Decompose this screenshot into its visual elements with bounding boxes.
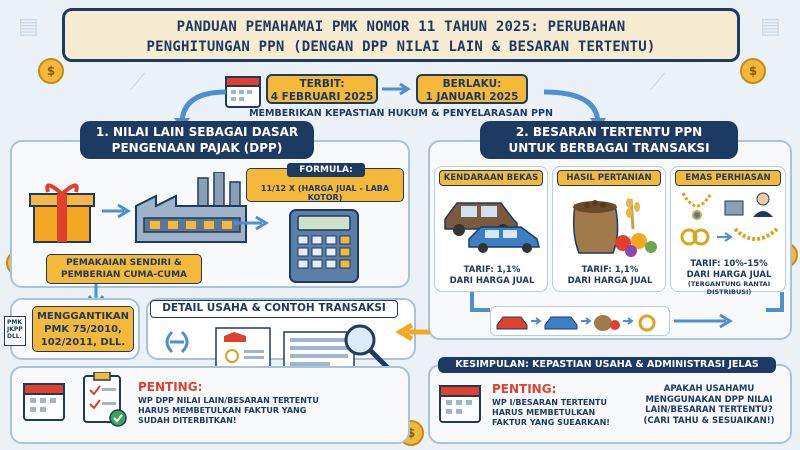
- checklist-icon: [83, 372, 127, 427]
- berlaku-date: 1 JANUARI 2025: [425, 91, 519, 103]
- card-kendaraan: KENDARAAN BEKAS TARIF: 1,1% DARI HARGA J…: [434, 166, 548, 292]
- replace-line1: MENGGANTIKAN: [36, 311, 130, 322]
- document-icon: PMK JKPP DLL.: [4, 316, 26, 346]
- card-rate: TARIF: 10%-15%: [690, 259, 768, 269]
- card-base: DARI HARGA JUAL: [567, 276, 653, 286]
- chart-doodle-icon: ⟋: [130, 70, 146, 95]
- section1-heading-line1: 1. NILAI LAIN SEBAGAI DASAR: [95, 125, 299, 139]
- calculator-icon: [289, 209, 359, 283]
- terbit-badge: TERBIT: 4 FEBRUARI 2025: [266, 74, 378, 104]
- usage-badge: PEMAKAIAN SENDIRI & PEMBERIAN CUMA-CUMA: [46, 254, 202, 284]
- coin-icon: $: [38, 58, 64, 84]
- calendar-icon: [439, 385, 481, 423]
- formula-value: 11/12 X (HARGA JUAL - LABA KOTOR): [260, 184, 390, 202]
- conclusion-penting-line3: FAKTUR YANG SUEARKAN!: [492, 418, 610, 427]
- transaction-strip: [490, 306, 670, 336]
- card-rate: TARIF: 1,1%: [463, 265, 521, 275]
- card-emas: EMAS PERHIASAN TARIF: 10%-15% DARI HARGA…: [670, 166, 786, 296]
- conclusion-heading: KESIMPULAN: KEPASTIAN USAHA & ADMINISTRA…: [438, 357, 776, 373]
- flow-arrow: [470, 292, 784, 312]
- question-line2: MENGGUNAKAN DPP NILAI: [645, 394, 773, 405]
- penting-left-panel: [10, 366, 410, 444]
- question-line1: APAKAH USAHAMU: [663, 384, 755, 394]
- factory-icon: [135, 172, 247, 243]
- card-rate: TARIF: 1,1%: [581, 265, 639, 275]
- harvest-icon: [572, 198, 657, 257]
- section1-heading-line2: PENGENAAN PAJAK (DPP): [111, 141, 283, 155]
- berlaku-label: BERLAKU:: [442, 78, 502, 90]
- title-banner: PANDUAN PEMAHAMAI PMK NOMOR 11 TAHUN 202…: [62, 8, 740, 62]
- question-line3: LAIN/BESARAN TERTENTU?: [645, 405, 773, 415]
- card-title: KENDARAAN BEKAS: [439, 170, 543, 186]
- conclusion-penting-line1: WP I/BESARAN TERTENTU: [492, 398, 608, 407]
- card-base: DARI HARGA JUAL: [686, 270, 772, 280]
- conclusion-question: APAKAH USAHAMU MENGGUNAKAN DPP NILAI LAI…: [632, 384, 786, 426]
- subtitle: MEMBERIKAN KEPASTIAN HUKUM & PENYELARASA…: [249, 108, 553, 119]
- arrow-left-icon: [396, 322, 430, 342]
- replace-badge: MENGGANTIKAN PMK 75/2010, 102/2011, DLL.: [32, 306, 134, 352]
- formula-box: FORMULA: 11/12 X (HARGA JUAL - LABA KOTO…: [246, 163, 404, 202]
- conclusion-penting-title: PENTING:: [492, 382, 557, 396]
- section2-heading-line2: UNTUK BERBAGAI TRANSAKSI: [508, 141, 710, 155]
- arrow-icon: [102, 203, 131, 219]
- arrow-icon: [674, 313, 733, 329]
- replace-line2: PMK 75/2010,: [44, 324, 122, 335]
- conclusion-penting-line2: HARUS MEMBETULKAN: [492, 408, 596, 417]
- card-base: DARI HARGA JUAL: [449, 276, 535, 286]
- terbit-date: 4 FEBRUARI 2025: [270, 91, 374, 103]
- jewelry-icon: [680, 192, 779, 246]
- transaction-icons: [496, 314, 656, 332]
- card-pertanian: HASIL PERTANIAN TARIF: 1,1% DARI HARGA J…: [552, 166, 666, 292]
- document-doodle-icon: ▤: [18, 14, 39, 39]
- title-line-1: PANDUAN PEMAHAMAI PMK NOMOR 11 TAHUN 202…: [176, 19, 626, 35]
- penting-left-line3: SUDAH DITERBITKAN!: [138, 416, 237, 425]
- detail-heading: DETAIL USAHA & CONTOH TRANSAKSI: [150, 300, 398, 318]
- terbit-label: TERBIT:: [299, 78, 345, 90]
- section2-heading: 2. BESARAN TERTENTU PPN UNTUK BERBAGAI T…: [480, 121, 738, 159]
- document-doodle-icon: ▤: [760, 14, 781, 39]
- title-line-2: PENGHITUNGAN PPN (DENGAN DPP NILAI LAIN …: [146, 39, 656, 55]
- card-title: EMAS PERHIASAN: [675, 170, 781, 186]
- question-line4: (CARI TAHU & SESUAIKAN!): [643, 415, 775, 426]
- calendar-icon: [225, 76, 261, 108]
- usage-line2: PEMBERIAN CUMA-CUMA: [60, 270, 188, 280]
- arrow-icon: [382, 82, 411, 96]
- car-icon: [444, 202, 540, 253]
- section2-heading-line1: 2. BESARAN TERTENTU PPN: [515, 125, 703, 139]
- penting-left-line2: HARUS MEMBETULKAN FAKTUR YANG: [138, 406, 307, 415]
- penting-left-title: PENTING:: [138, 380, 203, 394]
- calendar-icon: [23, 383, 65, 421]
- arrow-icon: [234, 215, 269, 231]
- section1-heading: 1. NILAI LAIN SEBAGAI DASAR PENGENAAN PA…: [80, 121, 314, 159]
- chart-doodle-icon: ⟋: [650, 70, 666, 95]
- formula-label: FORMULA:: [287, 163, 365, 177]
- gift-icon: [29, 183, 95, 243]
- coin-icon: $: [740, 58, 766, 84]
- card-title: HASIL PERTANIAN: [557, 170, 661, 186]
- usage-line1: PEMAKAIAN SENDIRI &: [66, 258, 182, 268]
- penting-left-line1: WP DPP NILAI LAIN/BESARAN TERTENTU: [138, 396, 319, 405]
- berlaku-badge: BERLAKU: 1 JANUARI 2025: [416, 74, 528, 104]
- replace-line3: 102/2011, DLL.: [40, 337, 126, 348]
- card-note: (TERGANTUNG RANTAI DISTRIBUSI): [687, 280, 771, 296]
